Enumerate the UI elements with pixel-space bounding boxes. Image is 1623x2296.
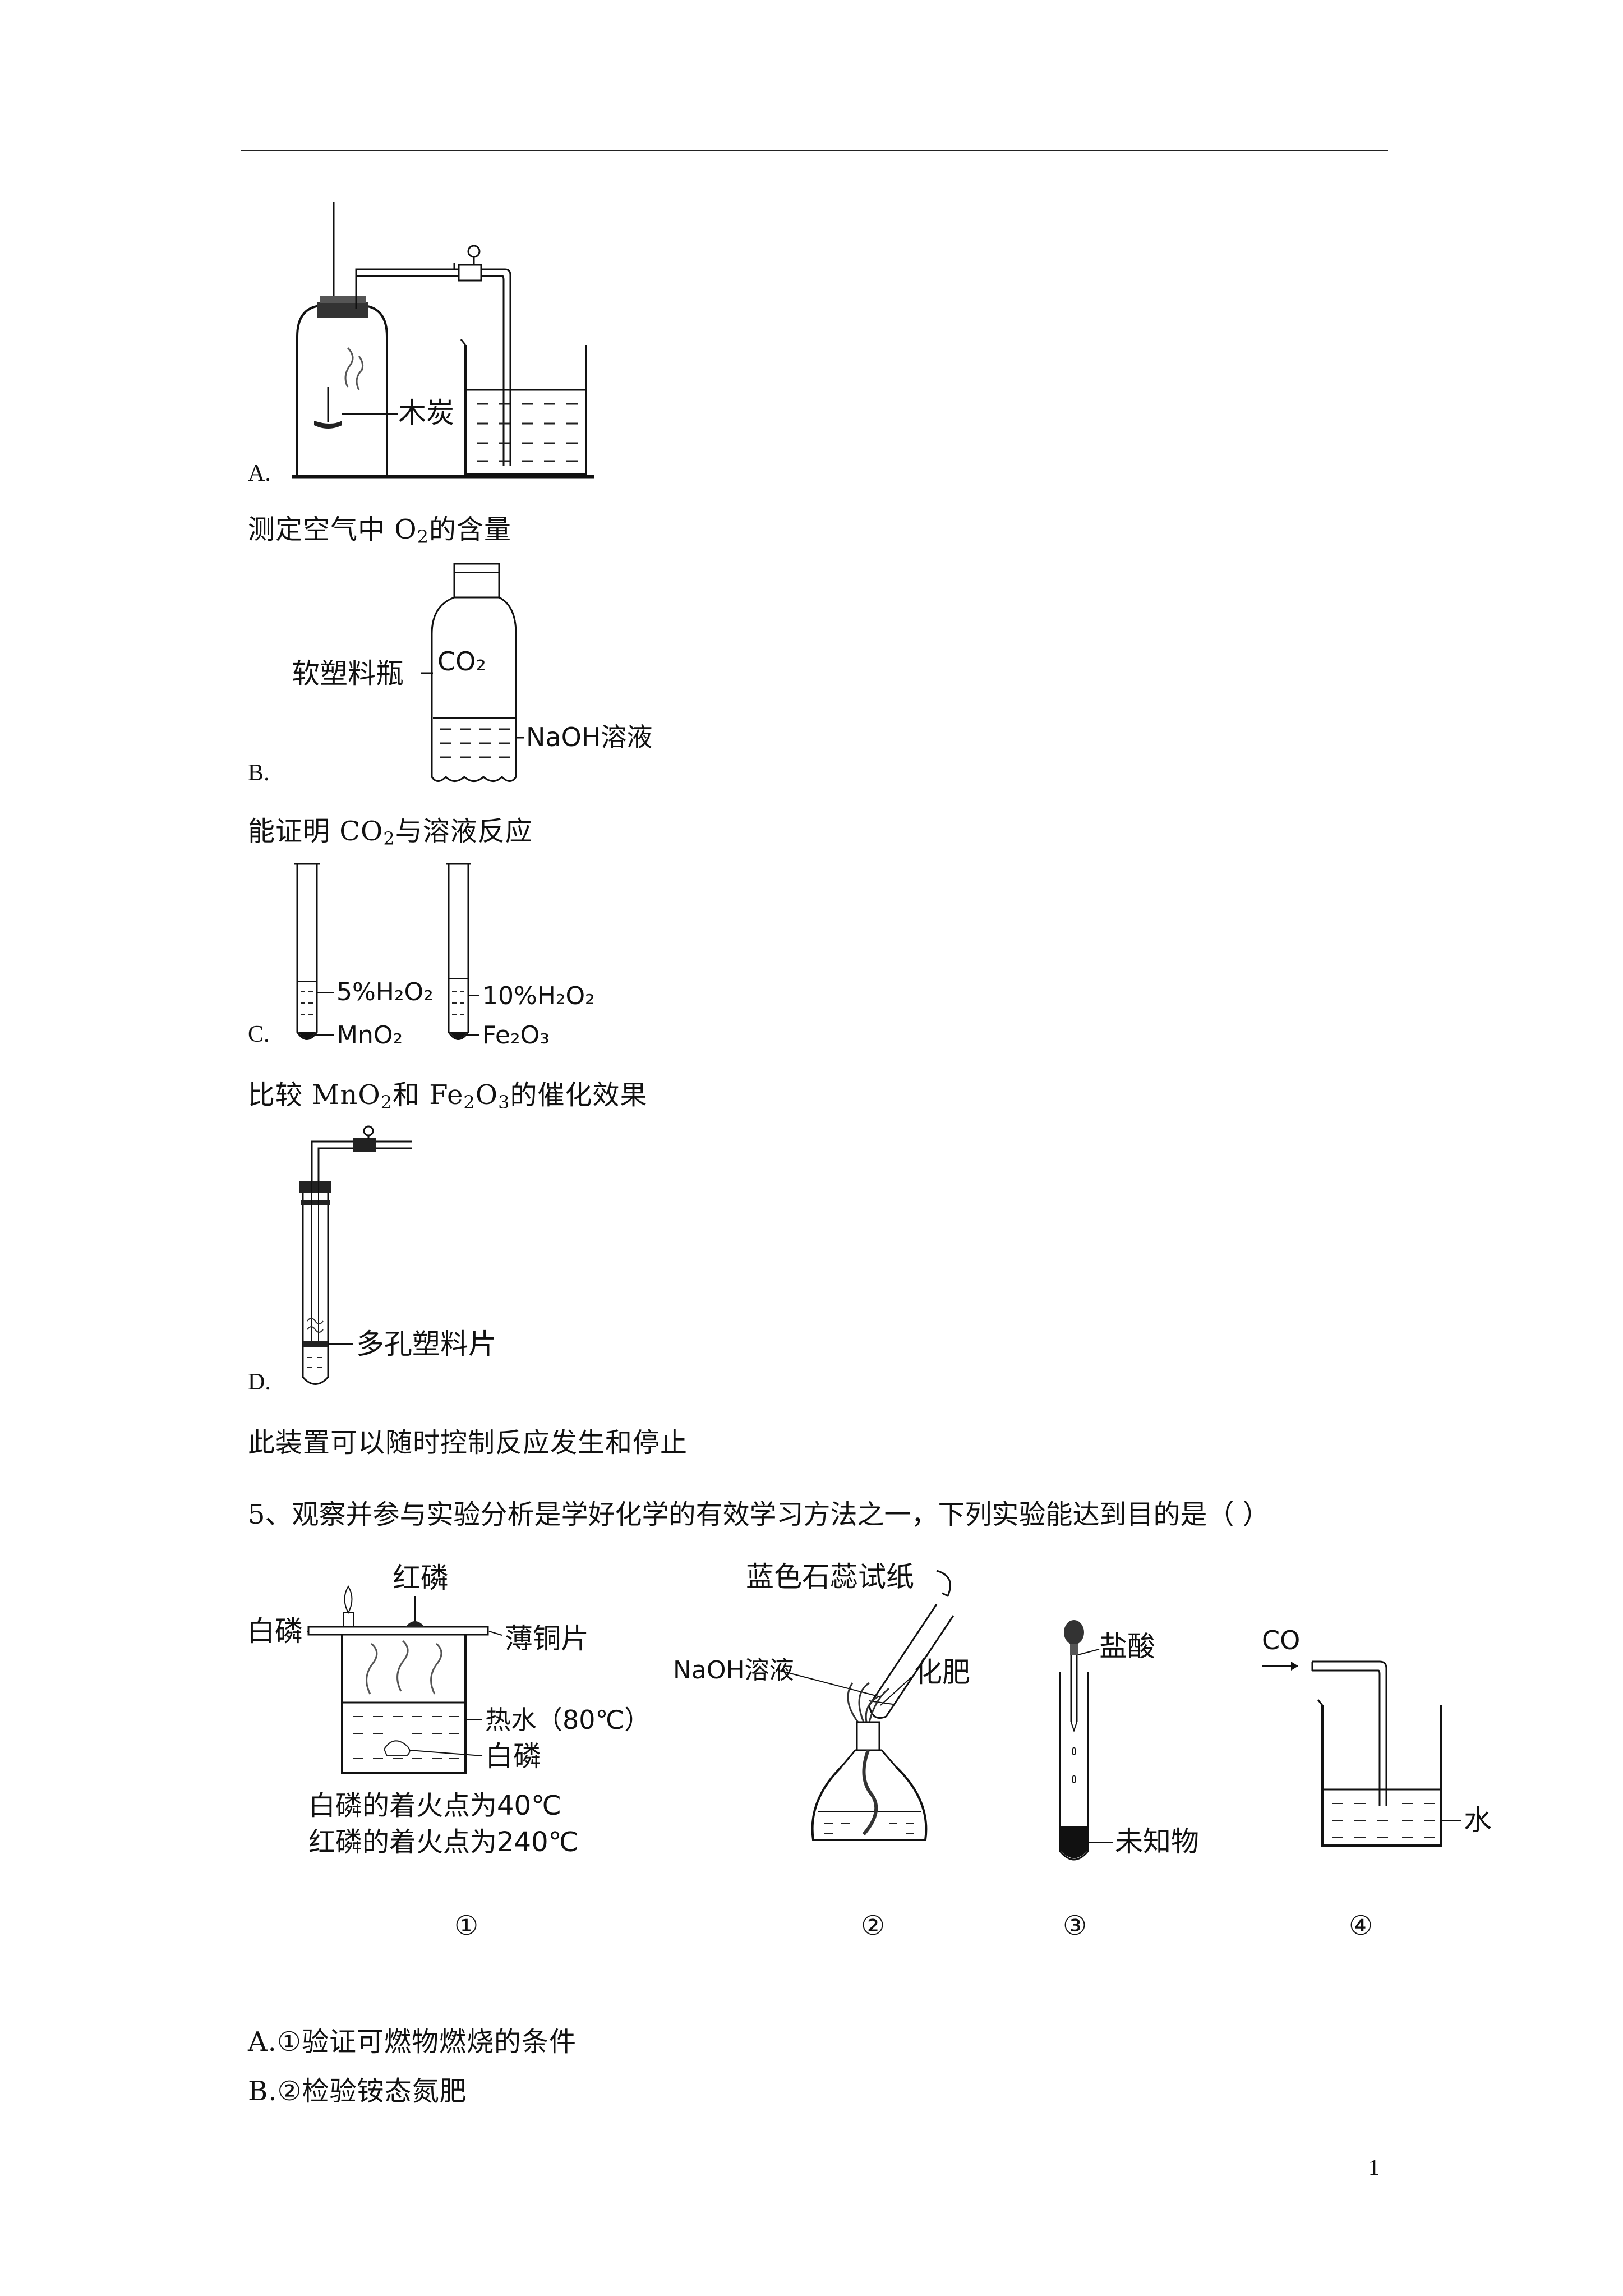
porous-plate-label: 多孔塑料片 [356, 1328, 496, 1360]
question-5-text: 5、观察并参与实验分析是学好化学的有效学习方法之一，下列实验能达到目的是（ ） [248, 1499, 1270, 1530]
option-a-caption: 测定空气中 O2的含量 [248, 514, 511, 547]
option-d-letter: D. [248, 1369, 271, 1395]
option-b-letter: B. [248, 760, 270, 786]
fertilizer-label: 化肥 [914, 1656, 970, 1688]
red-phosphorus-label: 红磷 [393, 1562, 449, 1594]
copper-plate-label: 薄铜片 [505, 1622, 589, 1655]
fig4-number: ④ [1349, 1910, 1374, 1941]
co2-label: CO₂ [437, 646, 486, 677]
q5-option-b: B.②检验铵态氮肥 [248, 2076, 467, 2107]
ignition-note-2: 红磷的着火点为240℃ [308, 1826, 579, 1858]
figure-a-charcoal-apparatus: 木炭 [292, 202, 594, 479]
ignition-note-1: 白磷的着火点为40℃ [308, 1790, 561, 1821]
figure-c-test-tubes: 5%H₂O₂ MnO₂ 10%H₂O₂ Fe₂O₃ [294, 863, 595, 1050]
q5-figure-3-acid-test: 盐酸 未知物 [1059, 1620, 1199, 1861]
q5-figure-2-fertilizer: 蓝色石蕊试纸 NaOH溶液 化肥 [673, 1561, 970, 1841]
tube2-liquid-label: 10%H₂O₂ [482, 982, 595, 1010]
hydrochloric-acid-label: 盐酸 [1099, 1630, 1155, 1663]
soft-bottle-label: 软塑料瓶 [292, 657, 404, 690]
fig3-number: ③ [1063, 1910, 1088, 1941]
white-phosphorus-label: 白磷 [247, 1615, 303, 1648]
q5-figure-1-combustion: 红磷 白磷 薄铜片 热水（80℃） 白磷 白磷的着火点为40℃ 红磷的着火点为2… [247, 1562, 650, 1858]
option-d-caption: 此装置可以随时控制反应发生和停止 [248, 1427, 688, 1458]
tube1-liquid-label: 5%H₂O₂ [336, 978, 434, 1006]
header-rule [241, 150, 1388, 151]
q5-figure-4-co-water: CO 水 [1262, 1625, 1492, 1847]
fig2-number: ② [861, 1910, 886, 1941]
litmus-paper-label: 蓝色石蕊试纸 [746, 1561, 914, 1593]
hot-water-label: 热水（80℃） [485, 1705, 650, 1735]
option-b-caption: 能证明 CO2与溶液反应 [248, 816, 533, 849]
water-label: 水 [1464, 1804, 1492, 1837]
q5-option-a: A.①验证可燃物燃烧的条件 [248, 2026, 577, 2058]
tube1-solid-label: MnO₂ [336, 1021, 403, 1050]
charcoal-label: 木炭 [398, 397, 454, 429]
naoh-label: NaOH溶液 [526, 722, 652, 752]
co-label: CO [1262, 1625, 1300, 1655]
naoh-solution-label: NaOH溶液 [673, 1656, 794, 1685]
tube2-solid-label: Fe₂O₃ [482, 1021, 550, 1050]
white-phosphorus-2-label: 白磷 [485, 1740, 541, 1773]
figure-b-soft-bottle: 软塑料瓶 CO₂ NaOH溶液 [292, 563, 652, 782]
page-number: 1 [1368, 2155, 1380, 2180]
fig1-number: ① [454, 1910, 479, 1941]
option-a-letter: A. [248, 461, 271, 486]
unknown-substance-label: 未知物 [1115, 1825, 1199, 1858]
figure-d-tube-apparatus: 多孔塑料片 [299, 1125, 496, 1385]
option-c-letter: C. [248, 1022, 270, 1047]
option-c-caption: 比较 MnO2和 Fe2O3的催化效果 [248, 1079, 648, 1113]
